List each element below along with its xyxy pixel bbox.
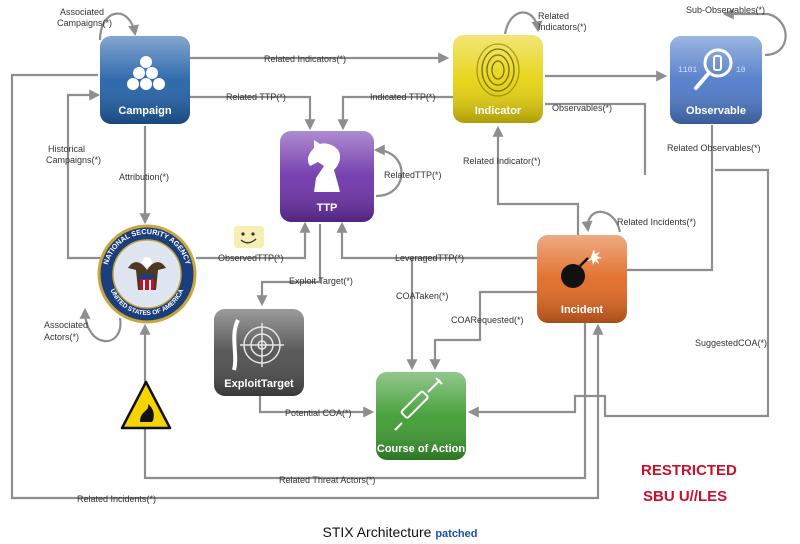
label-associated-actors-1: Associated (44, 320, 88, 330)
label-related-threat-actors: Related Threat Actors(*) (279, 475, 375, 485)
node-campaign[interactable]: Campaign (100, 36, 190, 124)
node-observable[interactable]: 1101 10 Observable (670, 36, 762, 124)
target-body-icon (232, 319, 284, 371)
campaign-label: Campaign (118, 105, 171, 117)
edge-indicator-self (503, 11, 543, 35)
edge-associated-actors (79, 307, 122, 343)
syringe-icon (394, 377, 443, 431)
label-associated-campaigns-2: Campaigns(*) (57, 18, 112, 28)
caption-patched: patched (435, 528, 478, 540)
label-suggested-coa: SuggestedCOA(*) (695, 338, 767, 348)
label-related-indicators-top-2: Indicators(*) (538, 22, 587, 32)
caption-main: STIX Architecture (322, 524, 432, 540)
label-sub-observables: Sub-Observables(*) (686, 5, 765, 15)
smiley-icon (234, 226, 264, 248)
node-course-of-action[interactable]: Course of Action (376, 372, 466, 460)
edge-indicated-ttp (337, 95, 453, 131)
edge-sub-observables (722, 8, 787, 57)
edge-exploit-target (256, 224, 322, 307)
stamp-restricted: RESTRICTED (641, 462, 737, 479)
edge-historical-campaigns (66, 89, 102, 260)
label-related-indicator: Related Indicator(*) (463, 156, 541, 166)
svg-text:10: 10 (736, 66, 746, 75)
label-attribution: Attribution(*) (119, 172, 169, 182)
ttp-label: TTP (317, 202, 338, 214)
edge-related-observables (627, 125, 714, 272)
fingerprint-icon (476, 43, 520, 97)
edge-potential-coa (258, 396, 375, 418)
cannonball-pile-icon (127, 56, 165, 90)
magnifier-binary-icon: 1101 10 (678, 48, 746, 90)
bomb-icon (561, 249, 602, 288)
label-associated-actors-2: Actors(*) (44, 332, 79, 342)
course-of-action-label: Course of Action (377, 443, 465, 455)
label-related-indicators-top-1: Related (538, 11, 569, 21)
edge-incident-self (581, 210, 622, 233)
edge-suggested-coa (467, 168, 770, 418)
figure-caption: STIX Architecture patched (0, 524, 800, 540)
label-indicated-ttp: Indicated TTP(*) (370, 92, 435, 102)
label-leveraged-ttp: LeveragedTTP(*) (395, 253, 464, 263)
label-observed-ttp: ObservedTTP(*) (218, 253, 284, 263)
edge-observables (545, 102, 647, 175)
edge-coa-taken (406, 256, 537, 371)
indicator-label: Indicator (475, 105, 522, 117)
edge-ttp-self (373, 144, 403, 198)
edge-related-ttp (190, 95, 316, 131)
label-coa-requested: COARequested(*) (451, 315, 524, 325)
edge-associated-campaigns (98, 12, 139, 41)
edge-observed-ttp (196, 221, 311, 260)
node-exploit-target[interactable]: ExploitTarget (214, 309, 304, 396)
label-related-ttp-self: RelatedTTP(*) (384, 170, 442, 180)
observable-label: Observable (686, 105, 746, 117)
hazard-triangle-icon (120, 380, 172, 430)
chess-knight-icon (307, 140, 341, 192)
incident-label: Incident (561, 304, 604, 316)
label-coa-taken: COATaken(*) (396, 291, 448, 301)
label-historical-campaigns-2: Campaigns(*) (46, 155, 101, 165)
label-historical-campaigns-1: Historical (48, 144, 85, 154)
label-related-incidents-self: Related Incidents(*) (617, 217, 696, 227)
edge-labels: Associated Campaigns(*) Related Indicato… (44, 5, 767, 504)
node-ttp[interactable]: TTP (280, 131, 374, 222)
edge-coa-requested (429, 290, 545, 371)
label-related-incidents: Related Incidents(*) (77, 494, 156, 504)
svg-text:1101: 1101 (678, 66, 697, 75)
stamp-sbu: SBU U//LES (643, 488, 728, 505)
label-related-ttp: Related TTP(*) (226, 92, 286, 102)
label-potential-coa: Potential COA(*) (285, 408, 352, 418)
edge-related-indicator (492, 125, 580, 236)
eagle-icon (128, 257, 166, 290)
label-associated-campaigns-1: Associated (60, 7, 104, 17)
label-exploit-target: Exploit Target(*) (289, 276, 353, 286)
nsa-seal[interactable]: NATIONAL SECURITY AGENCY UNITED STATES O… (97, 224, 197, 324)
edge-related-threat-actors (139, 323, 587, 480)
label-related-observables: Related Observables(*) (667, 143, 761, 153)
exploit-target-label: ExploitTarget (224, 378, 294, 390)
label-related-indicators: Related Indicators(*) (264, 54, 346, 64)
node-incident[interactable]: Incident (537, 235, 627, 323)
edge-related-incidents (10, 73, 604, 500)
node-indicator[interactable]: Indicator (453, 35, 543, 123)
label-observables: Observables(*) (552, 103, 612, 113)
